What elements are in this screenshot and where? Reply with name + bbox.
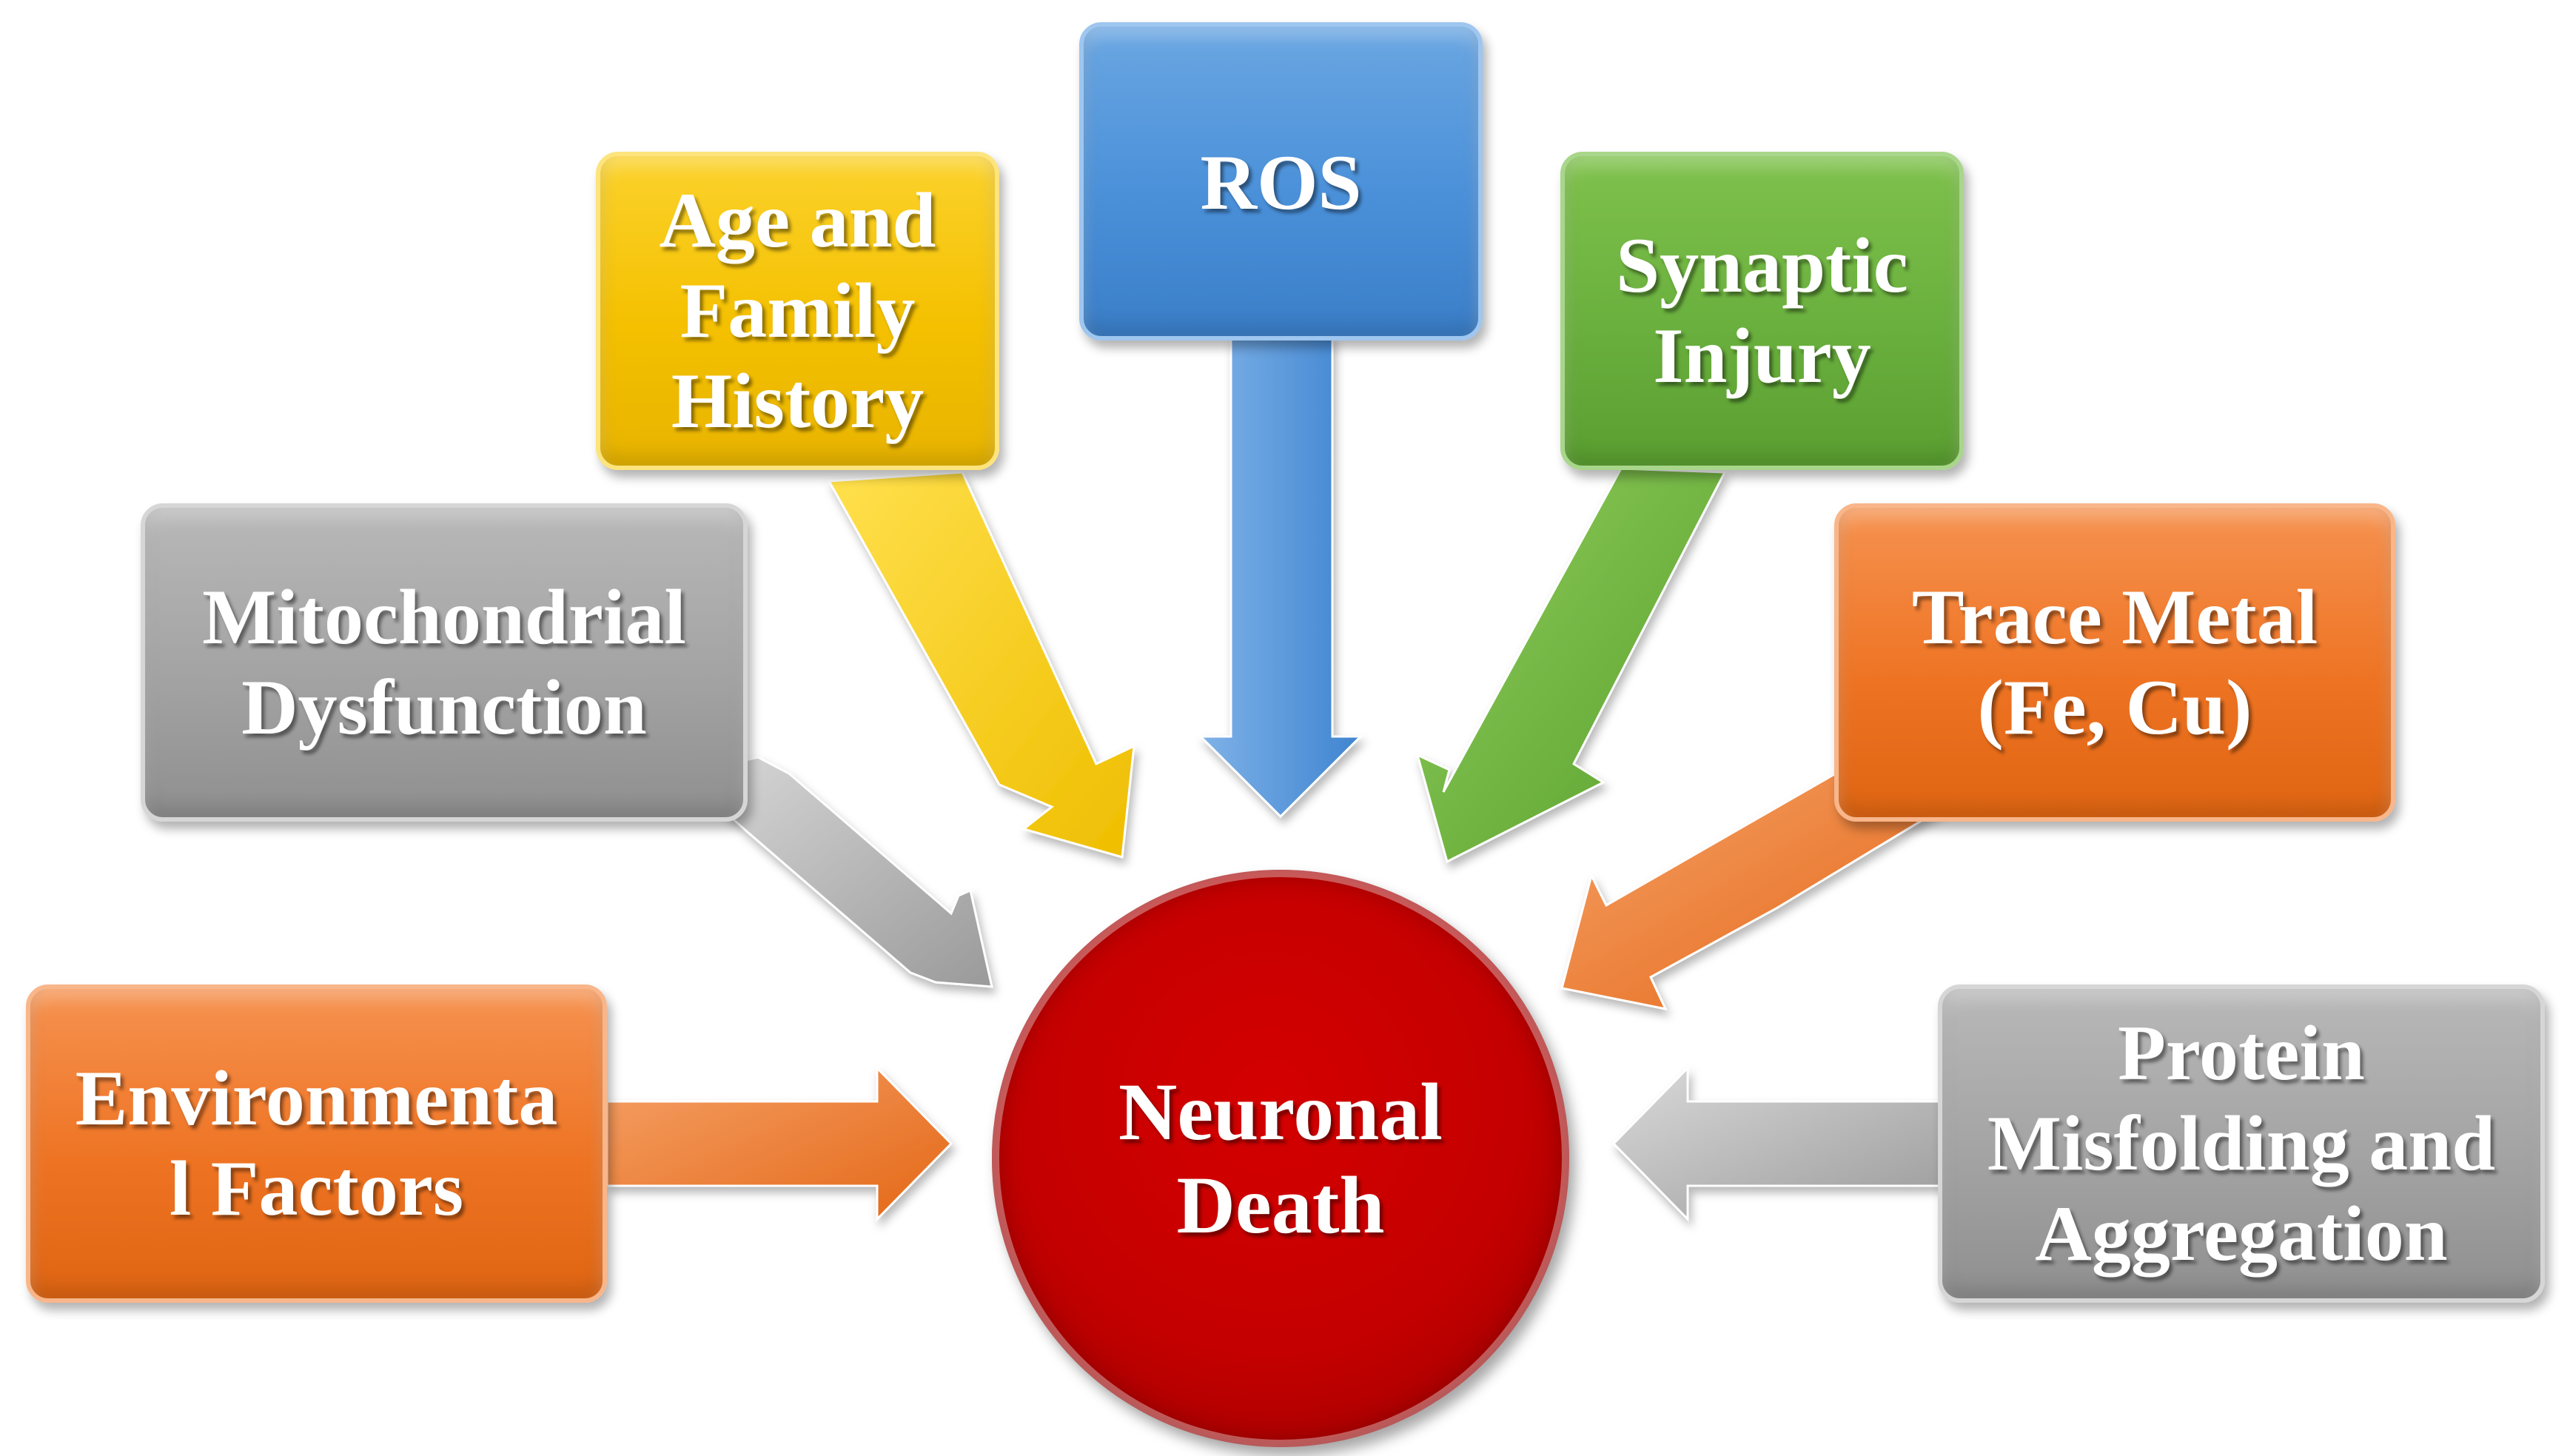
factor-box-mitochondrial: Mitochondrial Dysfunction xyxy=(141,503,748,822)
factor-box-environmental: Environmenta l Factors xyxy=(26,984,607,1303)
factor-label-age: Age and Family History xyxy=(659,177,936,444)
center-label: Neuronal Death xyxy=(1118,1066,1443,1251)
factor-box-synaptic: Synaptic Injury xyxy=(1560,152,1964,470)
factor-label-protein: Protein Misfolding and Aggregation xyxy=(1987,1010,2496,1277)
factor-label-trace-metal: Trace Metal (Fe, Cu) xyxy=(1911,574,2318,751)
factor-label-synaptic: Synaptic Injury xyxy=(1616,222,1908,399)
factor-box-protein: Protein Misfolding and Aggregation xyxy=(1938,984,2545,1303)
factor-box-trace-metal: Trace Metal (Fe, Cu) xyxy=(1834,503,2395,822)
factor-box-age: Age and Family History xyxy=(596,152,999,470)
arrow-ros xyxy=(1198,335,1363,819)
center-node-neuronal-death: Neuronal Death xyxy=(992,870,1569,1447)
factor-label-ros: ROS xyxy=(1200,139,1362,226)
arrow-environmental xyxy=(605,1065,953,1222)
factor-label-mitochondrial: Mitochondrial Dysfunction xyxy=(202,574,686,751)
factor-box-ros: ROS xyxy=(1079,22,1483,340)
factor-label-environmental: Environmenta l Factors xyxy=(75,1055,558,1232)
arrow-protein xyxy=(1611,1065,1956,1222)
arrow-mitochondrial xyxy=(681,756,993,988)
arrow-age xyxy=(827,471,1135,859)
arrow-synaptic xyxy=(1415,467,1727,864)
arrow-trace-metal xyxy=(1560,772,1957,1011)
